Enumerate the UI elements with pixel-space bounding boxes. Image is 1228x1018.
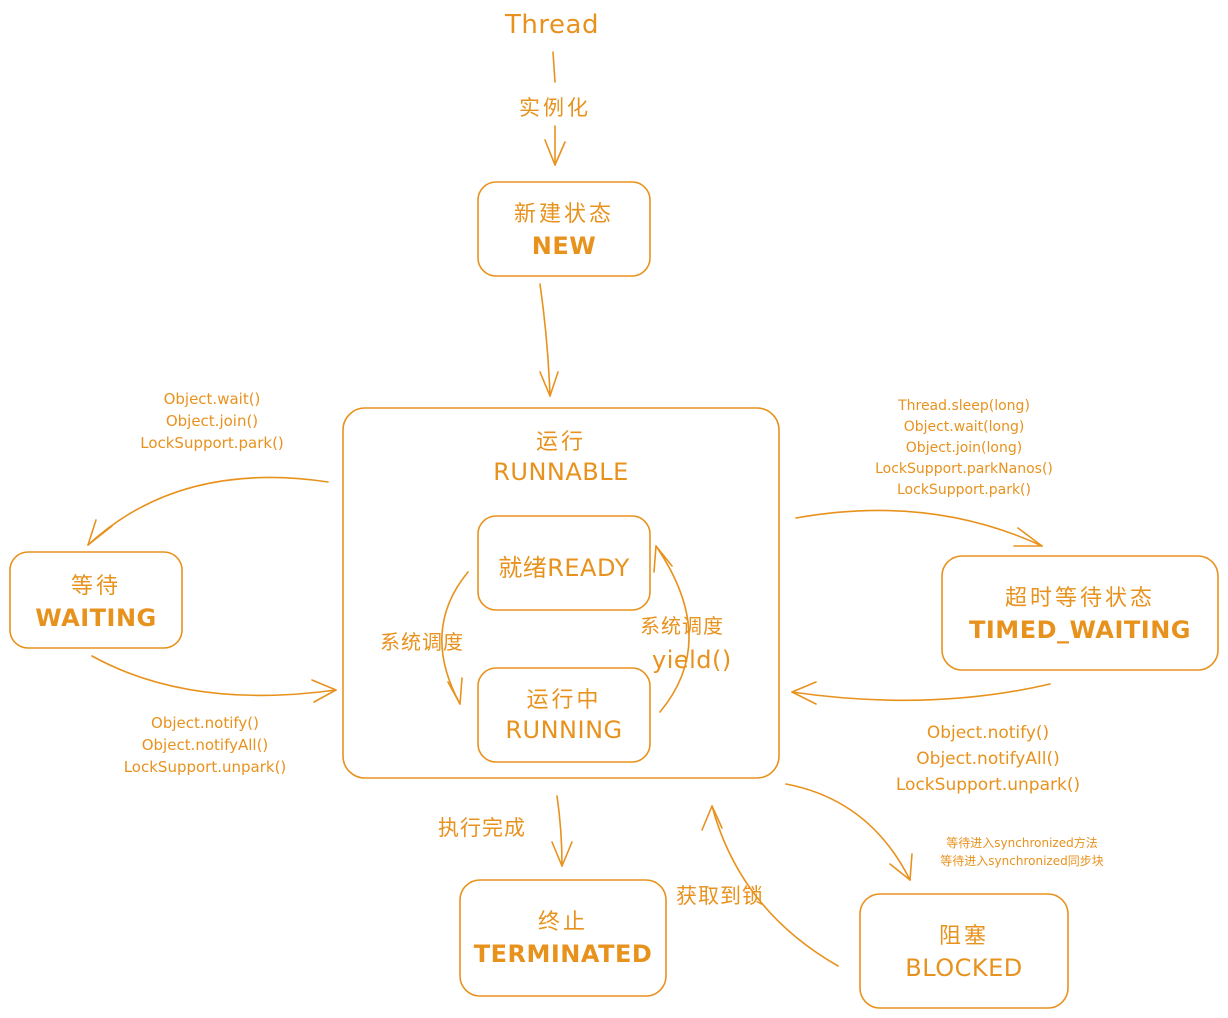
running-box xyxy=(477,667,651,763)
terminated-box xyxy=(459,879,667,997)
arrowhead-blocked-to-runnable xyxy=(701,805,723,831)
from-waiting-method: Object.notify() xyxy=(151,714,259,732)
arrowhead-ready-to-running xyxy=(447,677,463,705)
arrow-instantiate xyxy=(552,51,556,166)
arrow-waiting-to-runnable xyxy=(91,655,337,697)
runnable-box xyxy=(342,407,780,779)
timed-waiting-cn: 超时等待状态 xyxy=(1004,586,1156,611)
arrowhead-timed-to-runnable xyxy=(791,681,817,705)
runnable-cn: 运行 xyxy=(535,430,587,455)
new-state-en: NEW xyxy=(531,232,597,260)
to-timed-method: LockSupport.park() xyxy=(897,482,1031,498)
schedule-left-label: 系统调度 xyxy=(380,630,464,654)
to-waiting-method: Object.join() xyxy=(165,412,259,430)
to-timed-method: Object.join(long) xyxy=(905,440,1023,456)
new-state-box xyxy=(477,181,651,277)
yield-label: yield() xyxy=(652,646,732,674)
acquire-lock-label: 获取到锁 xyxy=(676,884,764,908)
arrow-runnable-to-terminated xyxy=(556,795,563,867)
arrowhead-running-to-ready xyxy=(653,545,673,573)
terminated-cn: 终止 xyxy=(537,910,589,935)
instantiate-label: 实例化 xyxy=(519,96,591,120)
blocked-en: BLOCKED xyxy=(905,954,1023,982)
arrow-new-to-runnable xyxy=(539,283,551,397)
runnable-en: RUNNABLE xyxy=(493,458,629,486)
from-waiting-method: LockSupport.unpark() xyxy=(123,758,287,776)
arrowhead-new-to-runnable xyxy=(539,371,559,397)
terminated-en: TERMINATED xyxy=(473,940,653,968)
arrow-runnable-to-timed xyxy=(795,509,1043,547)
schedule-right-label: 系统调度 xyxy=(640,614,724,638)
to-timed-methods: Thread.sleep(long) Object.wait(long) Obj… xyxy=(875,396,1053,501)
from-timed-method: Object.notify() xyxy=(926,723,1050,743)
to-timed-method: LockSupport.parkNanos() xyxy=(875,461,1053,477)
to-waiting-method: Object.wait() xyxy=(163,390,261,408)
ready-box xyxy=(477,515,651,611)
waiting-en: WAITING xyxy=(35,604,157,632)
from-timed-method: Object.notifyAll() xyxy=(916,749,1060,769)
arrow-ready-to-running xyxy=(441,571,469,705)
from-waiting-methods: Object.notify() Object.notifyAll() LockS… xyxy=(124,712,287,778)
arrowhead-instantiate xyxy=(544,139,566,166)
running-cn: 运行中 xyxy=(526,688,602,713)
arrowhead-runnable-to-terminated xyxy=(551,841,573,867)
to-timed-method: Thread.sleep(long) xyxy=(898,398,1030,414)
to-waiting-methods: Object.wait() Object.join() LockSupport.… xyxy=(140,388,284,454)
running-en: RUNNING xyxy=(505,716,623,744)
to-timed-method: Object.wait(long) xyxy=(903,419,1025,435)
timed-waiting-box xyxy=(941,555,1219,671)
blocked-box xyxy=(859,893,1069,1009)
to-blocked-note: 等待进入synchronized同步块 xyxy=(940,854,1104,868)
arrow-runnable-to-waiting xyxy=(87,476,329,546)
arrow-blocked-to-runnable xyxy=(711,805,839,967)
from-waiting-method: Object.notifyAll() xyxy=(141,736,269,754)
blocked-cn: 阻塞 xyxy=(938,924,990,949)
arrowhead-waiting-to-runnable xyxy=(311,679,337,703)
to-waiting-method: LockSupport.park() xyxy=(140,434,284,452)
waiting-cn: 等待 xyxy=(70,574,122,599)
arrow-runnable-to-blocked xyxy=(785,783,911,881)
arrowhead-runnable-to-waiting xyxy=(87,519,113,546)
timed-waiting-en: TIMED_WAITING xyxy=(969,616,1191,644)
to-blocked-notes: 等待进入synchronized方法 等待进入synchronized同步块 xyxy=(940,834,1103,870)
new-state-cn: 新建状态 xyxy=(513,202,615,227)
done-label: 执行完成 xyxy=(438,816,526,840)
thread-title: Thread xyxy=(505,10,599,40)
arrow-running-to-ready xyxy=(655,545,690,713)
arrowhead-runnable-to-blocked xyxy=(889,853,913,881)
ready-label: 就绪READY xyxy=(498,554,630,582)
waiting-box xyxy=(9,551,183,649)
arrowhead-runnable-to-timed xyxy=(1013,527,1043,547)
from-timed-method: LockSupport.unpark() xyxy=(895,775,1081,795)
to-blocked-note: 等待进入synchronized方法 xyxy=(946,836,1098,850)
from-timed-methods: Object.notify() Object.notifyAll() LockS… xyxy=(896,720,1080,798)
arrow-timed-to-runnable xyxy=(791,683,1051,702)
